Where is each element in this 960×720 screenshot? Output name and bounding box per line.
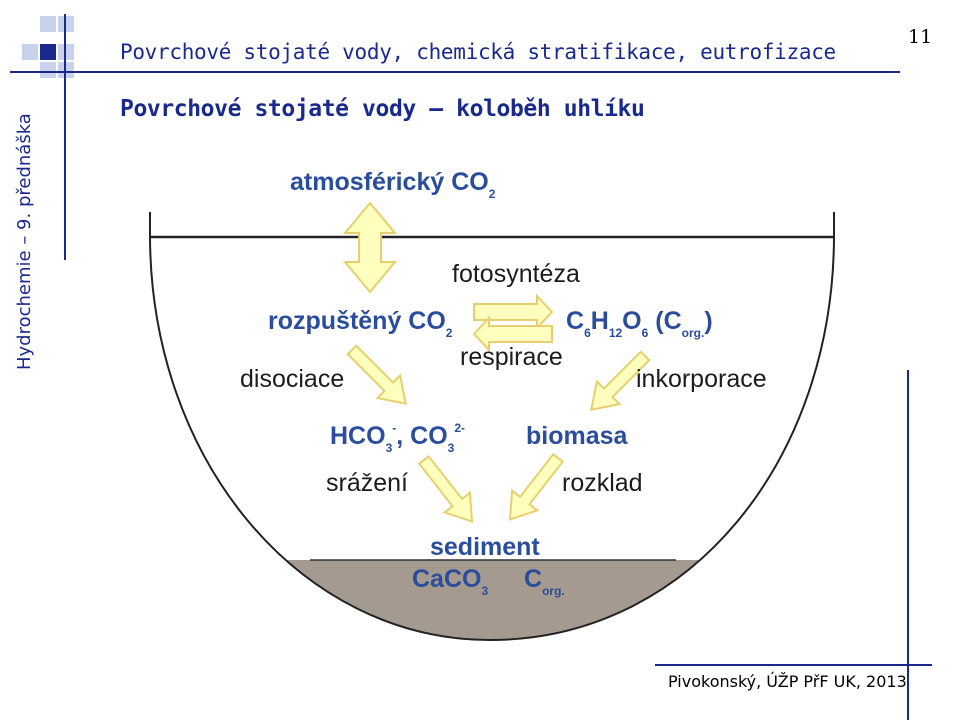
corg-label: Corg. [524, 565, 565, 598]
formula-part: HCO [330, 422, 386, 450]
subscript: 6 [641, 326, 649, 340]
sediment-label: sediment [430, 533, 540, 561]
superscript: - [392, 421, 397, 435]
caco3-label: CaCO3 [412, 565, 488, 598]
arrow-down-right-icon [417, 454, 474, 523]
dissolved-co2-text: rozpuštěný CO [268, 307, 446, 335]
atmospheric-co2-label: atmosférický CO2 [290, 168, 495, 201]
deco-square [40, 16, 56, 32]
formula-part: H [590, 307, 609, 335]
subscript: org. [542, 584, 565, 598]
arrow-down-left-icon [589, 350, 651, 412]
carbonate-label: HCO3-, CO32- [330, 421, 466, 455]
arrow-down-left-icon [508, 452, 565, 521]
formula-part: , CO [396, 422, 448, 450]
respiration-label: respirace [460, 343, 563, 371]
arrow-left-icon [472, 315, 553, 353]
dissolved-co2-label: rozpuštěný CO2 [268, 307, 452, 340]
subscript: 2 [445, 326, 453, 340]
subscript: org. [681, 326, 705, 340]
arrow-down-right-icon [346, 344, 408, 406]
formula-part: C [566, 307, 585, 335]
subscript: 3 [481, 584, 489, 598]
footer-credit: Pivokonský, ÚŽP PřF UK, 2013 [668, 672, 907, 691]
incorporation-label: inkorporace [636, 365, 767, 393]
deco-square [40, 44, 56, 60]
decomposition-label: rozklad [562, 469, 643, 497]
subscript: 6 [584, 326, 591, 340]
superscript: 2- [454, 421, 466, 435]
atmospheric-co2-text: atmosférický CO [290, 168, 489, 196]
biomass-label: biomasa [526, 422, 628, 450]
subscript: 2 [488, 187, 496, 201]
formula-part: C [524, 565, 543, 593]
arrow-right-icon [473, 293, 554, 331]
subscript: 3 [447, 441, 455, 455]
lake-basin-outline [149, 212, 835, 642]
page-number: 11 [908, 26, 933, 48]
precipitation-label: srážení [326, 469, 408, 497]
formula-part: O [622, 307, 642, 335]
header-title: Povrchové stojaté vody, chemická stratif… [120, 40, 836, 64]
slide-title: Povrchové stojaté vody – koloběh uhlíku [120, 96, 645, 122]
dissociation-label: disociace [240, 365, 345, 393]
glucose-formula: C6H12O6 (Corg.) [566, 307, 713, 340]
deco-square [22, 44, 38, 60]
formula-part: ) [704, 307, 713, 335]
sediment-layer [150, 560, 834, 640]
formula-part: (C [655, 307, 682, 335]
subscript: 3 [385, 441, 393, 455]
double-arrow-icon [342, 201, 398, 294]
photosynthesis-label: fotosyntéza [452, 260, 580, 288]
formula-part: CaCO [412, 565, 482, 593]
subscript: 12 [608, 326, 623, 340]
deco-square [40, 62, 56, 78]
